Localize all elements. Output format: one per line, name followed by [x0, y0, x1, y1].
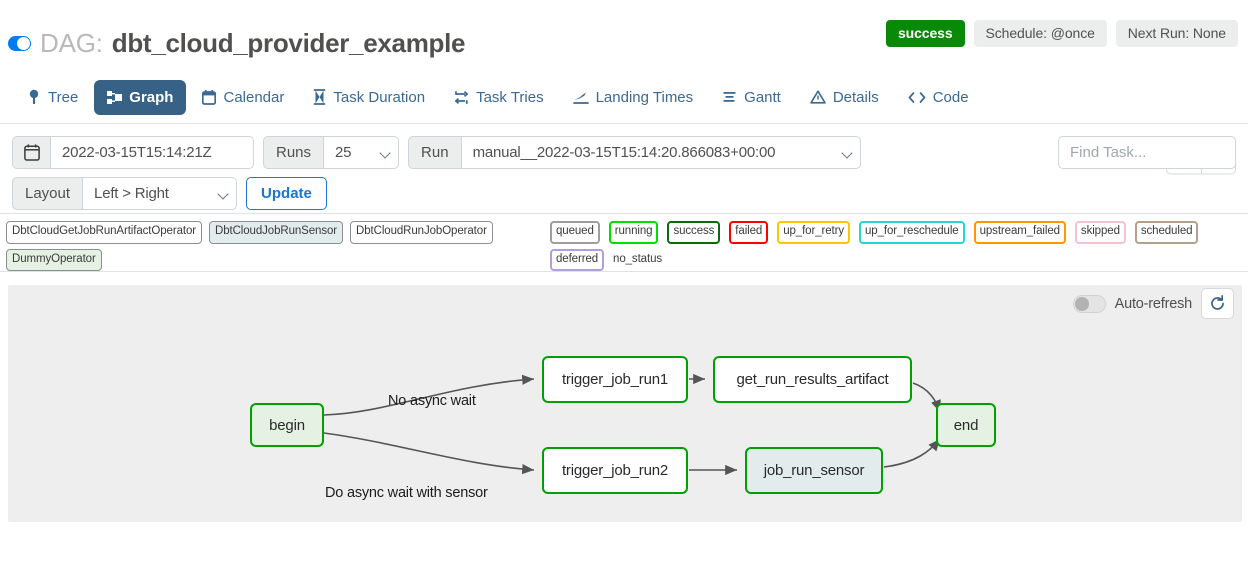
run-select-wrap: manual__2022-03-15T15:14:20.866083+00:00: [460, 136, 861, 169]
calendar-picker-button[interactable]: [12, 136, 50, 169]
update-button[interactable]: Update: [246, 177, 327, 210]
legend-status-queued: queued: [550, 221, 600, 244]
legend-status-running: running: [608, 221, 659, 244]
edge-label-no-async-wait: No async wait: [388, 393, 476, 409]
view-tabs: Tree Graph Calendar Task Duration Task T: [14, 70, 1248, 124]
graph-node-end[interactable]: end: [936, 403, 996, 447]
legend-status-no-status: no_status: [613, 252, 663, 265]
graph-node-trigger-job-run2[interactable]: trigger_job_run2: [542, 447, 688, 494]
edge-sensor-end: [883, 438, 941, 468]
header-badges: success Schedule: @once Next Run: None: [885, 20, 1238, 47]
legend-status-failed: failed: [729, 221, 769, 244]
filter-row-2: Layout Left > Right Update: [12, 177, 1236, 210]
runs-group: Runs 25: [263, 136, 400, 169]
tab-label: Landing Times: [595, 88, 694, 106]
next-run-badge[interactable]: Next Run: None: [1115, 20, 1238, 47]
edge-begin-trigger1: [323, 374, 535, 416]
graph-node-begin[interactable]: begin: [250, 403, 324, 447]
auto-refresh-toggle[interactable]: [1072, 294, 1106, 313]
run-select[interactable]: manual__2022-03-15T15:14:20.866083+00:00: [460, 136, 861, 169]
dag-title: DAG: dbt_cloud_provider_example: [8, 28, 465, 59]
legend-bar: DbtCloudGetJobRunArtifactOperator DbtClo…: [0, 214, 1248, 272]
legend-operator: DbtCloudJobRunSensor: [209, 221, 344, 244]
refresh-button[interactable]: [1201, 288, 1234, 319]
legend-status-success: success: [667, 221, 721, 244]
graph-node-trigger-job-run1[interactable]: trigger_job_run1: [542, 356, 688, 403]
layout-group: Layout Left > Right: [12, 177, 238, 210]
tab-label: Task Duration: [333, 88, 426, 106]
dag-label: DAG:: [40, 28, 103, 58]
graph-icon: [107, 90, 123, 105]
legend-status-upstream-failed: upstream_failed: [973, 221, 1066, 244]
filter-toolbar: Runs 25 Run manual__2022-03-15T15:14:20.…: [0, 124, 1248, 214]
tab-tree[interactable]: Tree: [14, 80, 91, 115]
tree-icon: [27, 89, 41, 105]
gantt-icon: [722, 90, 737, 104]
tab-code[interactable]: Code: [895, 80, 982, 115]
calendar-icon: [202, 89, 217, 105]
layout-select[interactable]: Left > Right: [82, 177, 238, 210]
graph-node-job-run-sensor[interactable]: job_run_sensor: [745, 447, 883, 494]
landing-icon: [572, 90, 589, 105]
page-header: DAG: dbt_cloud_provider_example success …: [0, 0, 1248, 70]
status-legend: queued running success failed up_for_ret…: [550, 221, 1242, 271]
run-group: Run manual__2022-03-15T15:14:20.866083+0…: [408, 136, 861, 169]
status-badge: success: [885, 20, 965, 47]
warning-triangle-icon: [810, 90, 826, 104]
layout-select-wrap: Left > Right: [82, 177, 238, 210]
tab-label: Gantt: [744, 88, 781, 106]
tab-label: Tree: [48, 88, 79, 106]
calendar-icon: [23, 144, 40, 161]
edge-begin-trigger2: [323, 432, 535, 475]
auto-refresh-label: Auto-refresh: [1114, 295, 1193, 312]
tab-gantt[interactable]: Gantt: [709, 80, 794, 115]
view-tabbar: Tree Graph Calendar Task Duration Task T: [0, 70, 1248, 175]
graph-canvas[interactable]: begin trigger_job_run1 get_run_results_a…: [8, 285, 1242, 522]
tab-details[interactable]: Details: [797, 80, 892, 115]
tab-label: Details: [832, 88, 879, 106]
tab-landing-times[interactable]: Landing Times: [560, 80, 707, 115]
tab-label: Calendar: [223, 88, 285, 106]
base-date-input[interactable]: [50, 136, 254, 169]
find-task-input[interactable]: [1058, 136, 1236, 169]
graph-panel: Auto-refresh: [0, 272, 1248, 522]
page-title: dbt_cloud_provider_example: [111, 28, 466, 58]
layout-label: Layout: [12, 177, 83, 210]
dag-pause-toggle-icon[interactable]: [8, 36, 31, 51]
legend-status-deferred: deferred: [550, 248, 605, 271]
tab-label: Task Tries: [476, 88, 544, 106]
graph-node-get-run-results-artifact[interactable]: get_run_results_artifact: [713, 356, 912, 403]
edge-label-do-async-wait-with-sensor: Do async wait with sensor: [325, 485, 488, 501]
runs-label: Runs: [263, 136, 324, 169]
run-label: Run: [408, 136, 461, 169]
tab-label: Graph: [129, 88, 174, 106]
tab-label: Code: [932, 88, 969, 106]
runs-select[interactable]: 25: [323, 136, 400, 169]
graph-toolbar: Auto-refresh: [1072, 288, 1234, 319]
filter-row-1: Runs 25 Run manual__2022-03-15T15:14:20.…: [12, 136, 1236, 169]
legend-status-up-for-retry: up_for_retry: [777, 221, 851, 244]
legend-operator: DbtCloudRunJobOperator: [350, 221, 493, 244]
legend-status-up-for-reschedule: up_for_reschedule: [859, 221, 965, 244]
operator-legend: DbtCloudGetJobRunArtifactOperator DbtClo…: [6, 221, 546, 271]
retry-icon: [454, 90, 469, 105]
legend-operator: DummyOperator: [6, 248, 102, 271]
tab-graph[interactable]: Graph: [94, 79, 187, 115]
base-date-group: [12, 136, 254, 169]
tab-task-tries[interactable]: Task Tries: [441, 80, 557, 115]
tab-task-duration[interactable]: Task Duration: [300, 80, 438, 115]
tab-calendar[interactable]: Calendar: [189, 80, 297, 115]
legend-status-skipped: skipped: [1074, 221, 1126, 244]
schedule-badge[interactable]: Schedule: @once: [973, 20, 1107, 47]
runs-select-wrap: 25: [323, 136, 400, 169]
hourglass-icon: [313, 89, 326, 105]
code-brackets-icon: [908, 91, 926, 104]
legend-operator: DbtCloudGetJobRunArtifactOperator: [6, 221, 202, 244]
legend-status-scheduled: scheduled: [1134, 221, 1199, 244]
refresh-icon: [1211, 295, 1224, 310]
